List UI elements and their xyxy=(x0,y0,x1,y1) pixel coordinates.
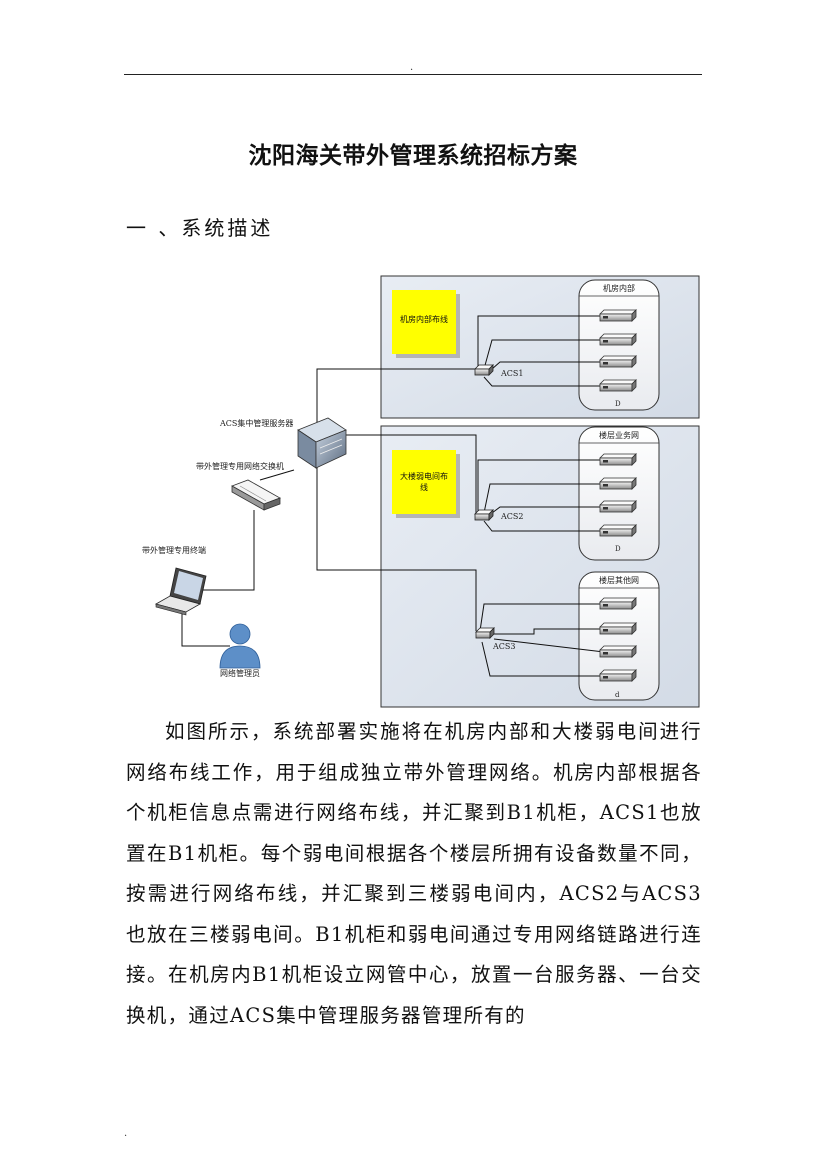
device-3-3 xyxy=(599,645,637,658)
network-diagram: 机房内部 楼层业务网 楼层其他网 机房内部布线 大楼弱电间布 线 ACS1 AC… xyxy=(142,275,700,708)
server-label: ACS集中管理服务器 xyxy=(219,418,293,428)
acs2-label: ACS2 xyxy=(500,512,523,521)
laptop-icon xyxy=(154,567,207,616)
device-2-1 xyxy=(599,453,637,466)
device-1-4 xyxy=(599,379,637,392)
switch-icon xyxy=(231,479,281,511)
footer-mark: . xyxy=(124,1128,128,1139)
device-3-2 xyxy=(599,622,637,635)
terminal-label: 带外管理专用终端 xyxy=(142,545,206,555)
header-mark: . xyxy=(410,62,414,73)
device-2-4 xyxy=(599,524,637,537)
group-label-2: 楼层业务网 xyxy=(599,430,639,440)
administrator-icon xyxy=(219,623,261,669)
device-1-3 xyxy=(599,355,637,368)
group-label-3: 楼层其他网 xyxy=(599,575,639,585)
group-pill-2 xyxy=(578,426,660,561)
acs3-device xyxy=(475,627,495,639)
device-3-1 xyxy=(599,597,637,610)
zone-2-note xyxy=(392,450,456,514)
group-label-1: 机房内部 xyxy=(603,283,635,293)
device-3-4 xyxy=(599,669,637,682)
switch-label: 带外管理专用网络交换机 xyxy=(196,461,284,471)
admin-label: 网络管理员 xyxy=(220,668,260,678)
zone-2-letter: D xyxy=(615,545,621,553)
zone-2-note-text-line1: 大楼弱电间布 xyxy=(400,471,448,481)
device-1-1 xyxy=(599,309,637,322)
acs2-device xyxy=(474,509,494,521)
device-1-2 xyxy=(599,333,637,346)
section-heading: 一 、系统描述 xyxy=(126,216,274,240)
device-2-3 xyxy=(599,500,637,513)
page-title: 沈阳海关带外管理系统招标方案 xyxy=(248,143,578,169)
acs3-label: ACS3 xyxy=(492,642,515,651)
zone-1-note-text: 机房内部布线 xyxy=(400,314,448,324)
device-2-2 xyxy=(599,477,637,490)
server-icon xyxy=(297,417,347,469)
header-rule xyxy=(124,74,702,75)
zone-1-letter: D xyxy=(615,400,621,408)
body-paragraph: 如图所示，系统部署实施将在机房内部和大楼弱电间进行网络布线工作，用于组成独立带外… xyxy=(126,720,702,1027)
acs1-device xyxy=(474,364,494,376)
acs1-label: ACS1 xyxy=(500,369,523,378)
zone-2-note-text-line2: 线 xyxy=(420,482,428,492)
zone-3-letter: d xyxy=(615,691,620,699)
zone-1-note xyxy=(392,290,456,354)
